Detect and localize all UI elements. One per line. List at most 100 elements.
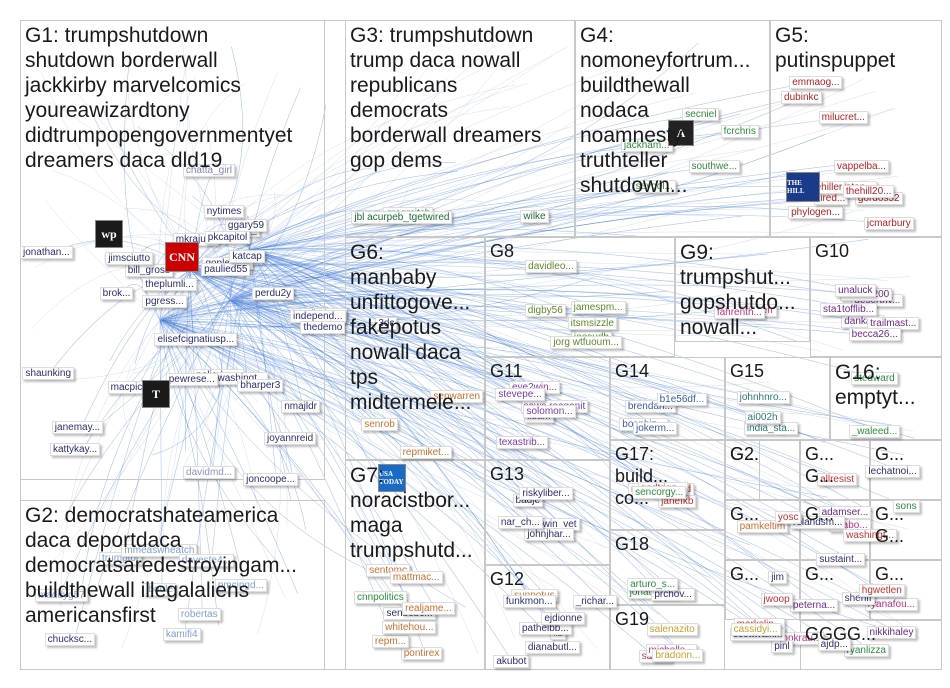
vertex-label[interactable]: jboule <box>143 582 176 596</box>
vertex-label[interactable]: davidleo... <box>525 260 577 274</box>
vertex-label[interactable]: wilke <box>520 210 549 224</box>
vertex-label[interactable]: repmiket... <box>399 445 453 459</box>
vertex-label[interactable]: funkmon... <box>502 594 556 608</box>
vertex-label[interactable]: milucret... <box>818 110 868 124</box>
vertex-label[interactable]: shaunking <box>22 366 75 380</box>
logo-5[interactable]: USA TODAY <box>378 464 406 492</box>
vertex-label[interactable]: janemay... <box>51 420 104 434</box>
vertex-label[interactable]: jbl acurpeb_tgetwired <box>351 211 453 225</box>
vertex-label[interactable]: theplumli... <box>142 277 197 291</box>
vertex-label[interactable]: _waleed... <box>848 424 901 438</box>
vertex-label[interactable]: ejdionne <box>541 612 586 626</box>
vertex-label[interactable]: mattmac... <box>389 571 443 585</box>
vertex-label[interactable]: stedward <box>851 371 898 385</box>
vertex-label[interactable]: jim <box>768 570 787 584</box>
vertex-label[interactable]: washingt... <box>843 529 897 543</box>
logo-4[interactable]: THE HILL <box>786 172 820 202</box>
vertex-label[interactable]: itsmsizzle <box>567 316 617 330</box>
logo-2[interactable]: CNN <box>165 242 199 272</box>
vertex-label[interactable]: jonathan... <box>20 246 73 260</box>
vertex-label[interactable]: jimsciutto <box>105 252 154 266</box>
vertex-label[interactable]: chatta_girl <box>182 163 236 177</box>
vertex-label[interactable]: cassidyi... <box>730 623 781 637</box>
vertex-label[interactable]: sons <box>892 499 920 513</box>
vertex-label[interactable]: johnhnro... <box>736 390 790 404</box>
vertex-label[interactable]: yosc <box>774 511 802 525</box>
vertex-label[interactable]: allresist <box>817 472 857 486</box>
vertex-label[interactable]: perdu2y <box>252 286 295 300</box>
vertex-label[interactable]: ai002h <box>744 411 781 425</box>
logo-6[interactable]: A <box>668 120 694 146</box>
vertex-label[interactable]: pmcingd... <box>214 578 267 592</box>
vertex-label[interactable]: solomon... <box>523 404 576 418</box>
vertex-label[interactable]: whitehou... <box>382 621 437 635</box>
vertex-label[interactable]: mmeaswheatch <box>121 543 198 557</box>
vertex-label[interactable]: seygol... <box>632 180 676 194</box>
vertex-label[interactable]: bradonn... <box>652 648 704 662</box>
vertex-label[interactable]: pkcapitol <box>204 231 251 245</box>
vertex-label[interactable]: realjame... <box>402 601 455 615</box>
logo-1[interactable]: wp <box>95 220 123 248</box>
vertex-label[interactable]: kattykay... <box>49 443 101 457</box>
vertex-label[interactable]: thehill20... <box>842 185 895 199</box>
vertex-label[interactable]: brok... <box>99 287 134 301</box>
vertex-label[interactable]: becca26... <box>848 327 901 341</box>
vertex-label[interactable]: jwoop <box>760 592 793 606</box>
vertex-label[interactable]: pewrese... <box>165 373 218 387</box>
vertex-label[interactable]: davidmd... <box>183 466 236 480</box>
vertex-label[interactable]: akubot <box>493 655 530 669</box>
vertex-label[interactable]: _richar... <box>572 594 618 608</box>
vertex-label[interactable]: hgwetlen <box>858 583 905 597</box>
vertex-label[interactable]: kamifi4 <box>162 627 201 641</box>
vertex-label[interactable]: joncoope... <box>243 473 299 487</box>
vertex-label[interactable]: sta1tofflib... <box>820 302 878 316</box>
vertex-label[interactable]: katcap <box>229 250 265 264</box>
vertex-label[interactable]: nar_ch... <box>497 516 543 530</box>
vertex-label[interactable]: sencorgy... <box>632 485 687 499</box>
vertex-label[interactable]: fcrchris <box>720 125 759 139</box>
vertex-label[interactable]: johnjhar... <box>524 528 574 542</box>
vertex-label[interactable]: repm... <box>371 634 410 648</box>
vertex-label[interactable]: jamespm... <box>570 300 626 314</box>
vertex-label[interactable]: fahrenth... <box>713 305 765 319</box>
vertex-label[interactable]: senrob <box>361 418 398 432</box>
vertex-label[interactable]: jcmarbury <box>863 217 914 231</box>
vertex-label[interactable]: phylogen... <box>788 205 844 219</box>
vertex-label[interactable]: pinl <box>771 639 793 653</box>
vertex-label[interactable]: bharper3 <box>237 378 284 392</box>
vertex-label[interactable]: jorg wtfuoum... <box>550 336 622 350</box>
vertex-label[interactable]: emmaog... <box>789 75 843 89</box>
vertex-label[interactable]: elisefcignatiusp... <box>154 333 238 347</box>
vertex-label[interactable]: unaluck <box>835 284 876 298</box>
vertex-label[interactable]: maddyg57 <box>35 588 88 602</box>
vertex-label[interactable]: peterna... <box>789 598 839 612</box>
vertex-label[interactable]: stevepe... <box>495 388 545 402</box>
vertex-label[interactable]: vappelba... <box>834 160 889 174</box>
vertex-label[interactable]: pontirex <box>400 646 443 660</box>
vertex-label[interactable]: southwe... <box>688 160 741 174</box>
vertex-label[interactable]: thedemo <box>300 321 346 335</box>
logo-3[interactable]: T <box>142 380 170 408</box>
vertex-label[interactable]: ryanlizza <box>843 643 889 657</box>
vertex-label[interactable]: nikkihaley <box>866 625 917 639</box>
vertex-label[interactable]: dianabutl... <box>524 640 580 654</box>
vertex-label[interactable]: secniel <box>682 108 720 122</box>
vertex-label[interactable]: jokerm... <box>633 422 678 436</box>
vertex-label[interactable]: texastrib... <box>495 435 549 449</box>
vertex-label[interactable]: nmajldr <box>281 400 320 414</box>
vertex-label[interactable]: senwarren <box>430 389 484 403</box>
vertex-label[interactable]: robertas <box>177 608 221 622</box>
vertex-label[interactable]: lechatnoi... <box>865 464 920 478</box>
vertex-label[interactable]: pgress... <box>142 295 187 309</box>
vertex-label[interactable]: cnnpolitics <box>354 591 407 605</box>
vertex-label[interactable]: paulied55 <box>201 263 251 277</box>
vertex-label[interactable]: 3dc <box>375 317 398 331</box>
vertex-label[interactable]: ajdp... <box>817 638 851 652</box>
vertex-label[interactable]: joyannreid <box>263 432 317 446</box>
vertex-label[interactable]: dubinkc <box>781 90 822 104</box>
vertex-label[interactable]: b1e56df... <box>656 393 708 407</box>
vertex-label[interactable]: chucksc... <box>44 632 96 646</box>
vertex-label[interactable]: riskyliber... <box>519 486 573 500</box>
vertex-label[interactable]: sustaint... <box>816 552 866 566</box>
vertex-label[interactable]: arturo_s... <box>627 577 679 591</box>
